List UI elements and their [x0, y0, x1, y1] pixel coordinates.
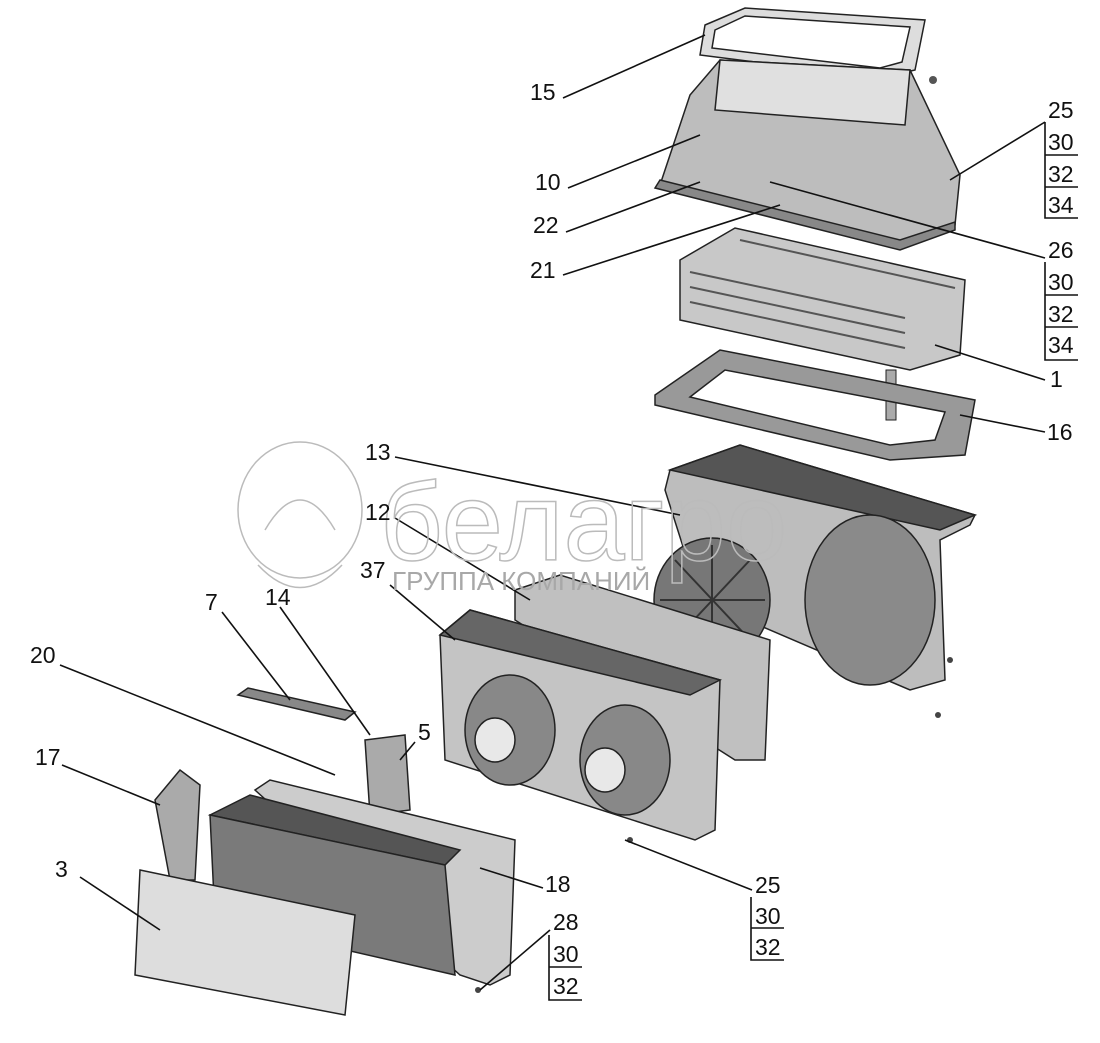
part-5	[364, 734, 411, 816]
callout-stack-d-1: 30	[755, 903, 781, 929]
callout-stack-c-0: 28	[553, 909, 579, 935]
callout-stack-b-0: 26	[1048, 237, 1074, 263]
callout-1: 1	[1050, 366, 1063, 392]
callout-21: 21	[530, 257, 556, 283]
callout-20: 20	[30, 642, 56, 668]
part-box-18	[207, 779, 516, 986]
svg-text:белагро: белагро	[380, 461, 787, 584]
callout-stack-a-0: 25	[1048, 97, 1074, 123]
callout-17: 17	[35, 744, 61, 770]
callout-stack-d-2: 32	[755, 934, 781, 960]
part-housing-10	[653, 59, 961, 251]
callout-stack-c-2: 32	[553, 973, 579, 999]
callout-13: 13	[365, 439, 391, 465]
callout-stack-a-2: 32	[1048, 161, 1074, 187]
callout-14: 14	[265, 584, 291, 610]
callout-stack-a-3: 34	[1048, 192, 1074, 218]
callout-15: 15	[530, 79, 556, 105]
callout-3: 3	[55, 856, 68, 882]
callout-stack-a-1: 30	[1048, 129, 1074, 155]
callout-16: 16	[1047, 419, 1073, 445]
part-gasket-15	[699, 7, 926, 79]
callout-stack-c-1: 30	[553, 941, 579, 967]
callout-18: 18	[545, 871, 571, 897]
part-gasket-16	[654, 349, 976, 461]
callout-stack-b-1: 30	[1048, 269, 1074, 295]
callout-7: 7	[205, 589, 218, 615]
part-bracket-7	[236, 687, 357, 721]
callout-stack-b-2: 32	[1048, 301, 1074, 327]
callout-12: 12	[365, 499, 391, 525]
callout-10: 10	[535, 169, 561, 195]
callout-22: 22	[533, 212, 559, 238]
callout-5: 5	[418, 719, 431, 745]
part-fan-housing-13	[653, 444, 978, 691]
watermark-subtitle: ГРУППА КОМПАНИЙ	[392, 566, 650, 596]
callout-stack-d-0: 25	[755, 872, 781, 898]
part-fan-panel-37	[438, 609, 723, 841]
part-seal-17	[154, 768, 201, 881]
callout-stack-b-3: 34	[1048, 332, 1074, 358]
leader-lines	[59, 34, 1078, 1001]
watermark-logo: белагро ГРУППА КОМПАНИЙ	[237, 441, 788, 596]
part-radiator-1	[679, 227, 966, 421]
part-panel-3	[134, 869, 356, 1016]
callout-37: 37	[360, 557, 386, 583]
